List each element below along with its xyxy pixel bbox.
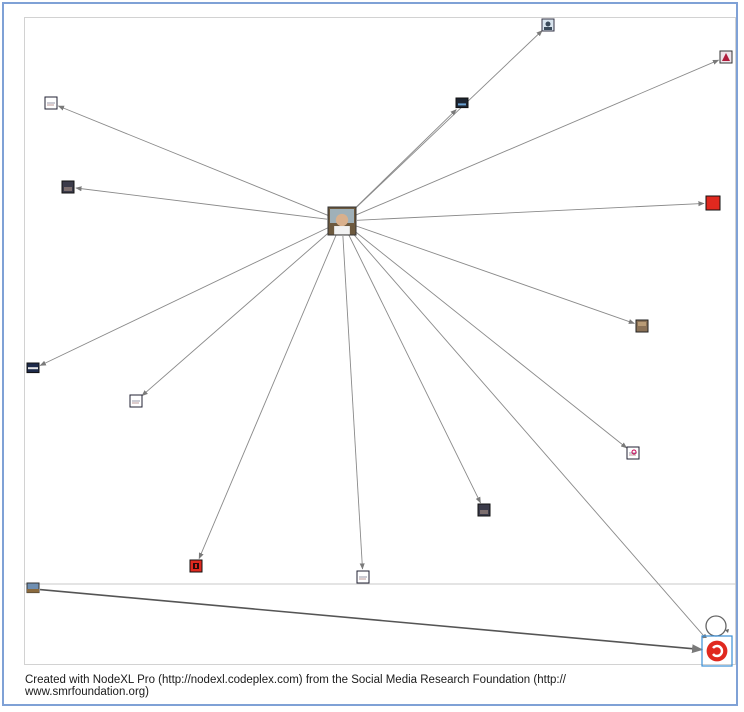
edge-hub-n08 bbox=[39, 227, 329, 366]
self-loop-n15 bbox=[705, 615, 727, 637]
node-n11[interactable] bbox=[477, 503, 491, 517]
node-n09[interactable] bbox=[129, 394, 143, 408]
node-n08[interactable] bbox=[26, 362, 40, 374]
edge-hub-n03 bbox=[352, 109, 457, 211]
edge-hub-n07 bbox=[356, 225, 635, 324]
edge-hub-n12 bbox=[198, 234, 337, 560]
node-n07[interactable] bbox=[635, 319, 649, 333]
edge-hub-n11 bbox=[348, 234, 481, 504]
caption-line-2: www.smrfoundation.org) bbox=[25, 686, 149, 698]
caption-line-1: Created with NodeXL Pro (http://nodexl.c… bbox=[25, 674, 566, 686]
edge-hub-n05 bbox=[75, 186, 328, 220]
edge-layer bbox=[39, 30, 729, 654]
edge-hub-n06 bbox=[356, 201, 705, 221]
edge-hub-n01 bbox=[352, 30, 543, 212]
node-n13[interactable] bbox=[356, 570, 370, 584]
node-layer bbox=[26, 18, 733, 667]
edge-hub-n15 bbox=[351, 232, 708, 641]
node-n04[interactable] bbox=[44, 96, 58, 110]
node-n12[interactable] bbox=[189, 559, 203, 573]
node-n15[interactable] bbox=[701, 635, 733, 667]
edge-hub-n04 bbox=[57, 105, 329, 216]
node-n03[interactable] bbox=[455, 97, 469, 109]
node-n06[interactable] bbox=[705, 195, 721, 211]
hub-node[interactable] bbox=[327, 206, 357, 236]
node-n14[interactable] bbox=[26, 582, 40, 594]
graph-canvas bbox=[24, 17, 736, 665]
edge-hub-n10 bbox=[353, 230, 628, 449]
edge-hub-n13 bbox=[342, 235, 365, 570]
edge-hub-n09 bbox=[141, 230, 331, 397]
node-n10[interactable] bbox=[626, 446, 640, 460]
nodexl-credit-caption: Created with NodeXL Pro (http://nodexl.c… bbox=[25, 674, 665, 698]
node-n05[interactable] bbox=[61, 180, 75, 194]
edge-hub-n02 bbox=[355, 59, 720, 216]
node-n02[interactable] bbox=[719, 50, 733, 64]
node-n01[interactable] bbox=[541, 18, 555, 32]
edge-n14-n15 bbox=[39, 588, 704, 654]
